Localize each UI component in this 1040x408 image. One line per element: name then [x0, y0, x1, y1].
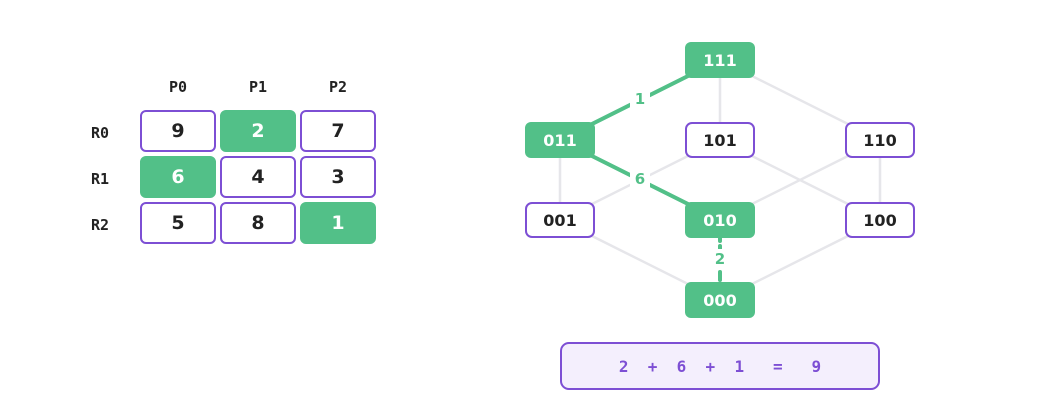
matrix-cell-r2-p0: 5: [140, 202, 216, 244]
sum-equation-box: 2 + 6 + 1 = 9: [560, 342, 880, 390]
node-101-box: [685, 122, 755, 158]
edge-label-011-010: 6: [635, 170, 645, 188]
matrix-cell-r1-p1: 4: [220, 156, 296, 198]
node-000-box: [685, 282, 755, 318]
node-111-label: 111: [703, 51, 736, 70]
node-110-label: 110: [863, 131, 896, 150]
node-001-box: [525, 202, 595, 238]
matrix-cell-r1-p2: 3: [300, 156, 376, 198]
node-101-label: 101: [703, 131, 736, 150]
node-000-label: 000: [703, 291, 736, 310]
column-header-p1: P1: [248, 78, 268, 96]
column-header-p2: P2: [328, 78, 348, 96]
row-header-r2: R2: [90, 216, 110, 234]
edge-label-111-011: 1: [635, 90, 645, 108]
node-010-label: 010: [703, 211, 736, 230]
node-001-label: 001: [543, 211, 576, 230]
matrix-cell-r0-p2: 7: [300, 110, 376, 152]
matrix-cell-r1-p0-selected: 6: [140, 156, 216, 198]
node-100-box: [845, 202, 915, 238]
column-header-p0: P0: [168, 78, 188, 96]
sum-equation: 2 + 6 + 1 = 9: [618, 356, 822, 376]
row-header-r0: R0: [90, 124, 110, 142]
node-111-box: [685, 42, 755, 78]
matrix-cell-r2-p1: 8: [220, 202, 296, 244]
node-010-box: [685, 202, 755, 238]
node-100-label: 100: [863, 211, 896, 230]
node-011-box: [525, 122, 595, 158]
edge-label-010-000: 2: [715, 250, 725, 268]
row-header-r1: R1: [90, 170, 110, 188]
node-011-label: 011: [543, 131, 576, 150]
matrix-cell-r2-p2-selected: 1: [300, 202, 376, 244]
matrix-cell-r0-p0: 9: [140, 110, 216, 152]
node-110-box: [845, 122, 915, 158]
matrix-cell-r0-p1-selected: 2: [220, 110, 296, 152]
